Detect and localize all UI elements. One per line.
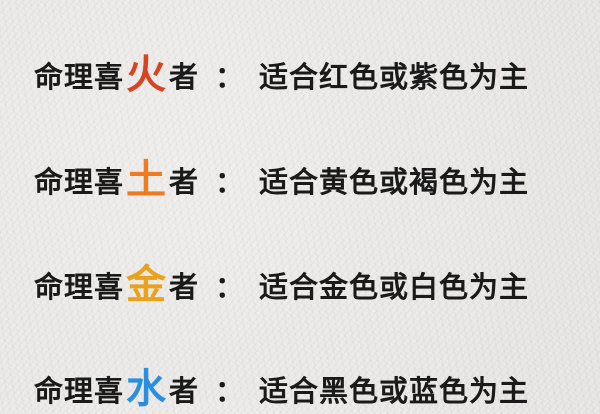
earth-element-line: 命理喜 土 者 ： 适合黄色或褐色为主 [34,155,529,205]
line-suffix: 者 [169,165,200,199]
line-colon: ： [215,60,246,94]
line-prefix: 命理喜 [34,270,125,304]
line-suffix: 者 [169,60,200,94]
line-suffix: 者 [169,270,200,304]
line-colon: ： [215,270,246,304]
line-advice: 适合红色或紫色为主 [259,60,530,94]
line-prefix: 命理喜 [34,60,125,94]
line-colon: ： [215,374,246,408]
line-advice: 适合金色或白色为主 [259,270,530,304]
fire-element-line: 命理喜 火 者 ： 适合红色或紫色为主 [34,50,529,100]
line-colon: ： [215,165,246,199]
line-advice: 适合黑色或蓝色为主 [259,374,530,408]
line-prefix: 命理喜 [34,165,125,199]
earth-element-char: 土 [126,157,168,203]
fire-element-char: 火 [126,52,168,98]
water-element-line: 命理喜 水 者 ： 适合黑色或蓝色为主 [34,364,529,414]
line-advice: 适合黄色或褐色为主 [259,165,530,199]
line-suffix: 者 [169,374,200,408]
line-prefix: 命理喜 [34,374,125,408]
metal-element-char: 金 [126,262,168,308]
metal-element-line: 命理喜 金 者 ： 适合金色或白色为主 [34,260,529,310]
water-element-char: 水 [126,366,168,412]
